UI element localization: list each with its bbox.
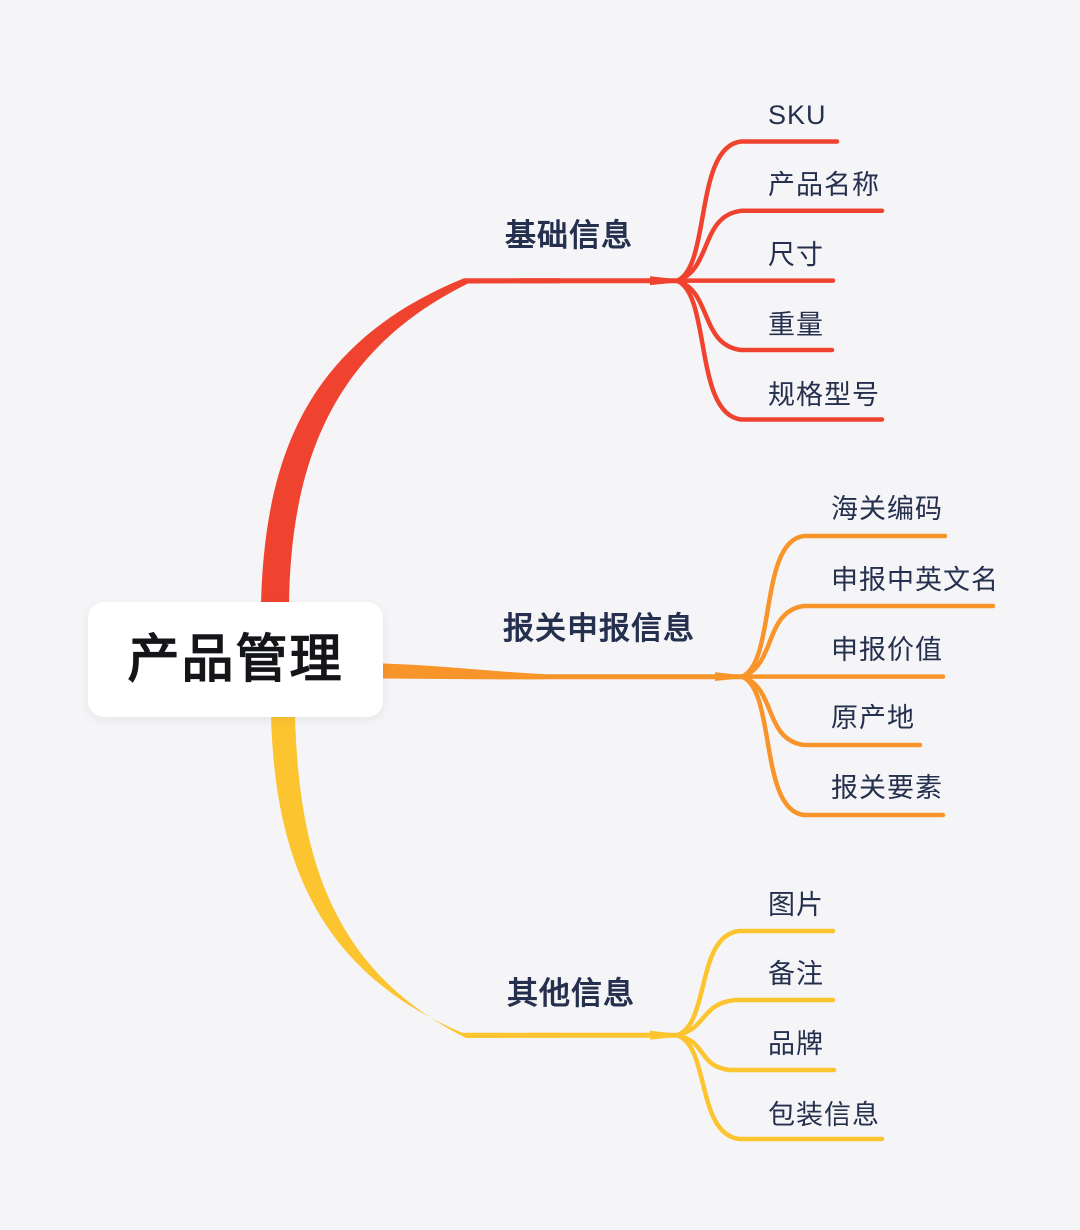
child-node-hs-code[interactable]: 海关编码 bbox=[831, 494, 943, 524]
root-node-label: 产品管理 bbox=[127, 630, 344, 689]
child-node-packaging-info[interactable]: 包装信息 bbox=[768, 1100, 880, 1130]
branch-node-basic-info[interactable]: 基础信息 bbox=[505, 218, 633, 253]
red-fan-wedge bbox=[650, 276, 680, 286]
yellow-child-line-notes bbox=[674, 997, 836, 1038]
branch-node-other-info[interactable]: 其他信息 bbox=[507, 976, 635, 1011]
child-node-declared-value[interactable]: 申报价值 bbox=[831, 635, 943, 665]
child-node-customs-elements[interactable]: 报关要素 bbox=[831, 773, 943, 803]
child-node-declared-cn-en-name[interactable]: 申报中英文名 bbox=[831, 565, 999, 595]
orange-fan-wedge bbox=[715, 672, 745, 681]
orange-child-line-declared-names bbox=[739, 603, 996, 679]
child-node-notes[interactable]: 备注 bbox=[768, 959, 824, 989]
orange-child-line-hs-code bbox=[739, 533, 948, 679]
root-node-product-management[interactable]: 产品管理 bbox=[88, 602, 383, 717]
red-trunk-curve bbox=[261, 278, 560, 604]
child-node-weight[interactable]: 重量 bbox=[768, 310, 824, 340]
red-child-line-spec bbox=[674, 278, 885, 422]
red-child-line-product-name bbox=[674, 208, 885, 284]
child-node-sku[interactable]: SKU bbox=[768, 100, 827, 130]
branch-node-customs-declaration-info[interactable]: 报关申报信息 bbox=[503, 611, 695, 646]
yellow-fan-wedge bbox=[650, 1030, 680, 1040]
orange-child-line-customs-elements bbox=[739, 674, 946, 818]
red-child-line-sku bbox=[674, 139, 840, 284]
child-node-size[interactable]: 尺寸 bbox=[768, 240, 824, 270]
orange-trunk-curve bbox=[383, 663, 545, 680]
red-child-line-weight bbox=[674, 278, 835, 353]
child-node-spec-model[interactable]: 规格型号 bbox=[768, 380, 880, 410]
child-node-origin-place[interactable]: 原产地 bbox=[831, 703, 915, 733]
yellow-child-line-packaging bbox=[674, 1032, 885, 1142]
yellow-child-line-image bbox=[674, 928, 836, 1038]
child-node-product-name[interactable]: 产品名称 bbox=[768, 170, 880, 200]
child-node-brand[interactable]: 品牌 bbox=[768, 1029, 824, 1059]
child-node-image[interactable]: 图片 bbox=[768, 890, 824, 920]
